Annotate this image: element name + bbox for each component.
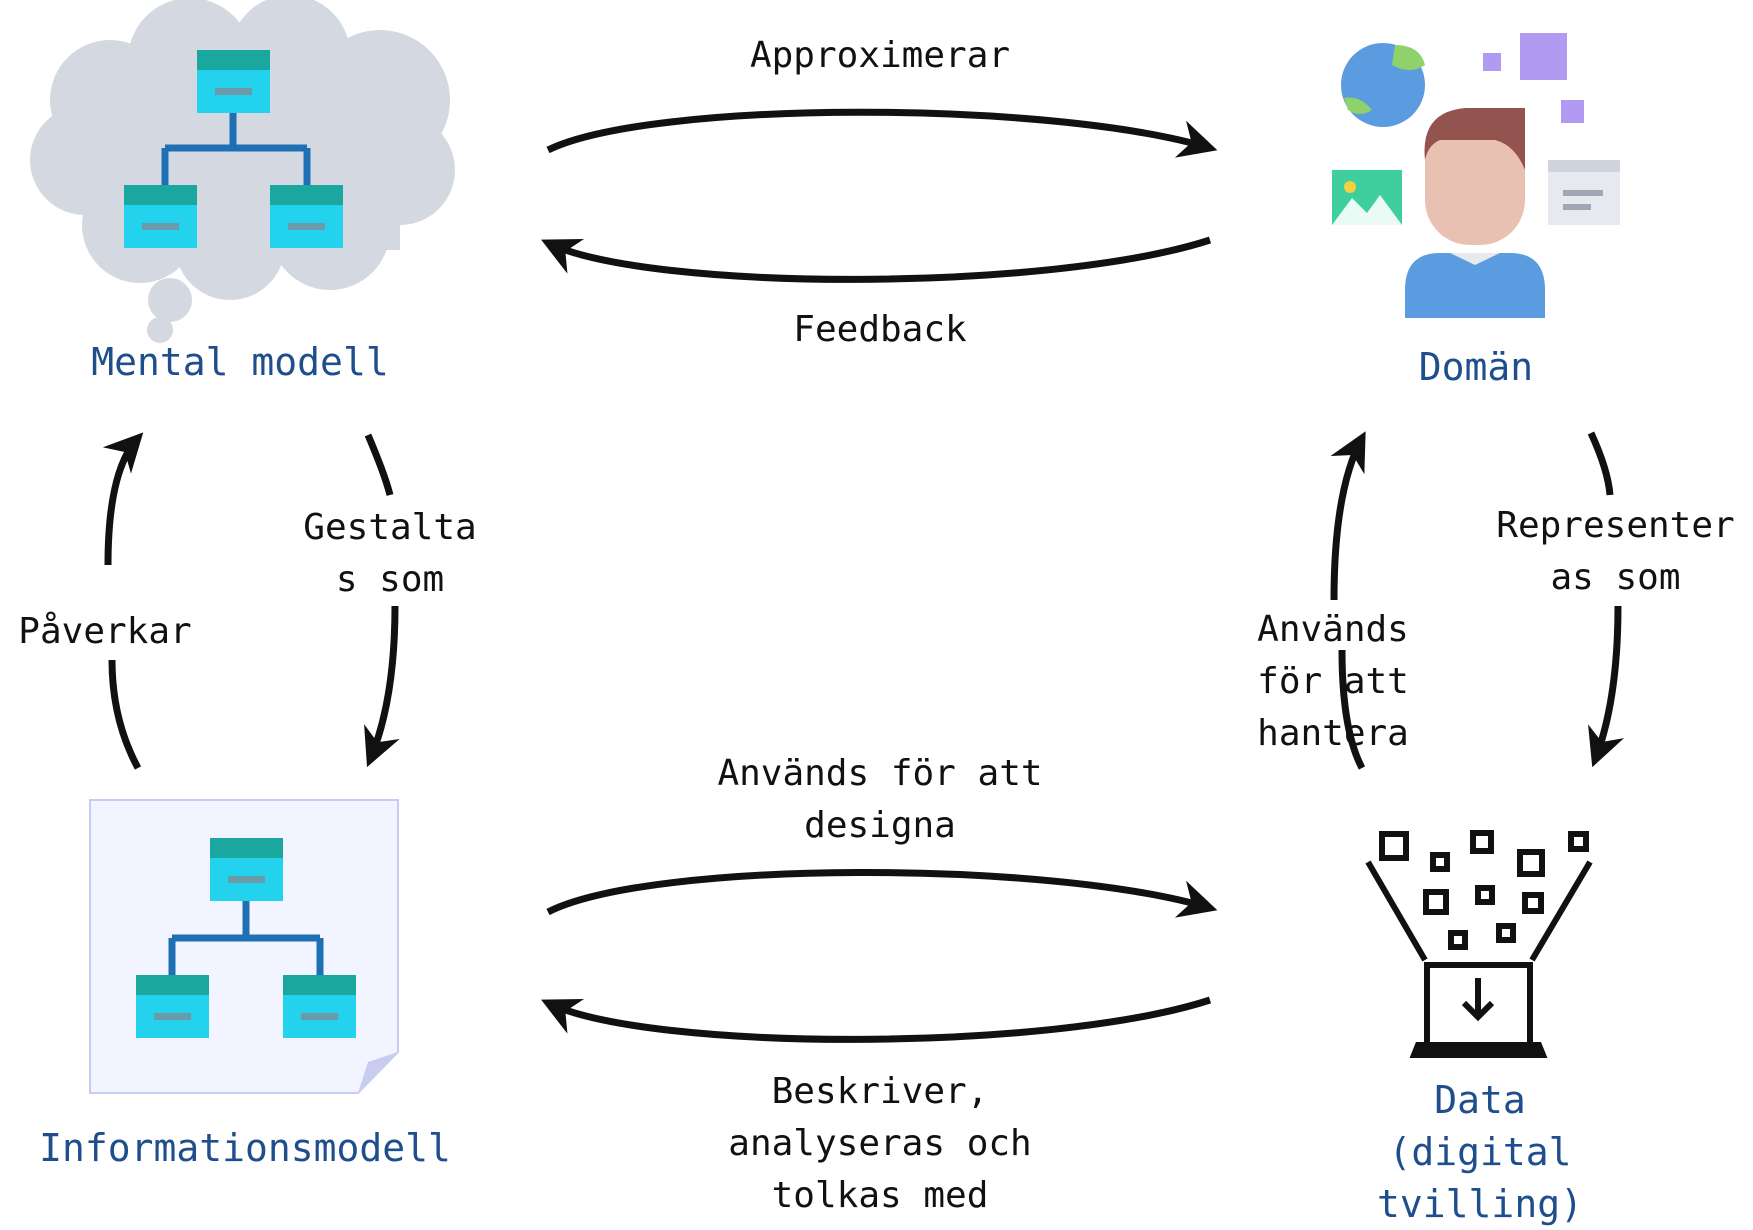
arrow-paverkar [108,438,138,770]
arrow-approximerar [546,108,1218,158]
edge-label-representeras-som: Representer as som [1496,505,1735,598]
thought-cloud-hierarchy-icon [30,0,455,343]
node-label-data: Data (digital tvilling) [1377,1078,1583,1226]
edge-label-feedback: Feedback [793,309,967,350]
document-hierarchy-icon [89,799,399,1094]
node-label-doman: Domän [1418,345,1534,389]
arrow-gestaltas-som [368,433,395,760]
edge-label-beskriver: Beskriver, analyseras och tolkas med [728,1071,1032,1216]
arrow-representeras-som [1591,431,1618,760]
edge-label-anvands-for-att-designa: Används för att designa [717,753,1043,846]
arrow-anvands-for-att-hantera [1334,438,1362,770]
arrow-feedback [541,236,1212,283]
node-label-informationsmodell: Informationsmodell [39,1126,451,1170]
edge-label-anvands-for-att-hantera: Används för att hantera [1257,609,1409,754]
node-label-mental-modell: Mental modell [91,340,389,384]
edge-label-gestaltas-som: Gestalta s som [303,507,477,600]
edge-label-approximerar: Approximerar [749,35,1011,76]
arrow-anvands-for-att-designa [546,868,1218,918]
data-download-laptop-icon [1365,830,1593,1058]
person-with-world-and-media-icon [1332,33,1620,318]
edge-label-paverkar: Påverkar [0,606,210,658]
arrow-beskriver [541,996,1212,1043]
